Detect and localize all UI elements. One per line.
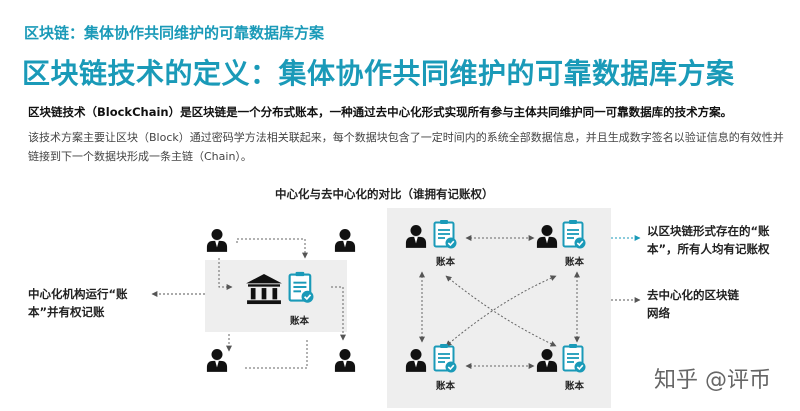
ledger-label: 账本 [565, 257, 585, 268]
ledger-label: 账本 [436, 381, 456, 392]
definition-text: 区块链技术（BlockChain）是区块链是一个分布式账本，一种通过去中心化形式… [28, 105, 733, 119]
person-icon [536, 349, 558, 372]
person-icon [536, 225, 558, 248]
bank-icon [246, 273, 282, 305]
ledger-label: 账本 [565, 381, 585, 392]
ledger-icon [433, 218, 457, 250]
centralized-note: 中心化机构运行“账本”并有权记账 [28, 287, 128, 319]
decentralized-connectors [419, 235, 580, 369]
person-icon [405, 349, 427, 372]
decentralized-network-note: 去中心化的区块链网络 [647, 288, 739, 320]
kicker-title: 区块链：集体协作共同维护的可靠数据库方案 [24, 24, 325, 42]
ledger-icon [562, 218, 586, 250]
watermark: 知乎 @评币 [654, 368, 771, 393]
ledger-icon [562, 342, 586, 374]
centralized-connectors [218, 238, 346, 369]
ledger-icon [288, 270, 314, 304]
person-icon [334, 229, 356, 252]
person-icon [405, 225, 427, 248]
ledger-label: 账本 [436, 257, 456, 268]
diagram-title: 中心化与去中心化的对比（谁拥有记账权） [275, 187, 494, 201]
person-icon [206, 349, 228, 372]
person-icon [206, 229, 228, 252]
ledger-label: 账本 [290, 316, 310, 327]
description-text: 该技术方案主要让区块（Block）通过密码学方法相关联起来，每个数据块包含了一定… [28, 131, 784, 163]
page-title: 区块链技术的定义：集体协作共同维护的可靠数据库方案 [22, 57, 735, 90]
blockchain-ledger-note: 以区块链形式存在的“账本”，所有人均有记账权 [647, 224, 770, 256]
ledger-icon [433, 342, 457, 374]
person-icon [334, 349, 356, 372]
